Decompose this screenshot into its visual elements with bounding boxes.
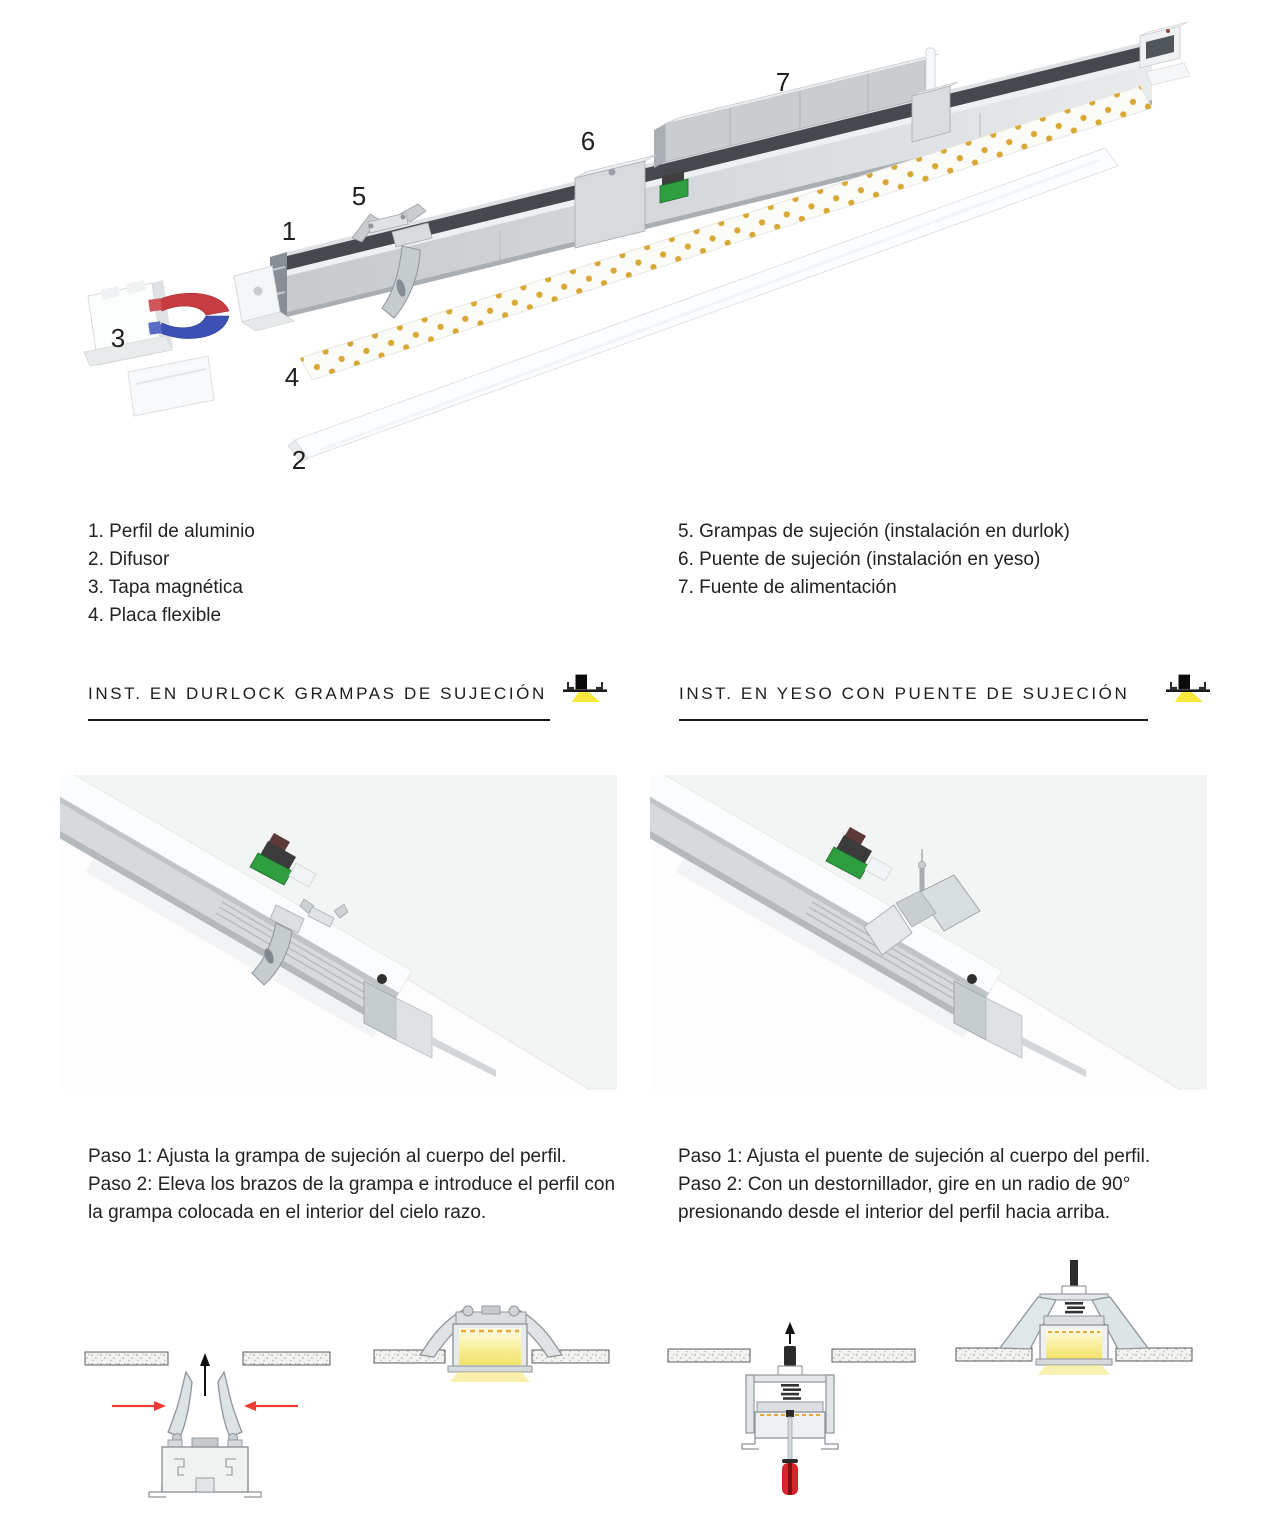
exploded-view-diagram: 1 2 3 4 5 6 7 bbox=[83, 21, 1191, 475]
part-item: 5. Grampas de sujeción (instalación en d… bbox=[678, 521, 1070, 542]
part-item: 1. Perfil de aluminio bbox=[88, 521, 255, 542]
screwdriver bbox=[782, 1410, 798, 1495]
bridge-installed-diagram bbox=[955, 1260, 1193, 1375]
steps-yeso: Paso 1: Ajusta el puente de sujeción al … bbox=[678, 1143, 1223, 1227]
knob bbox=[377, 974, 387, 984]
magnet bbox=[148, 292, 230, 339]
profile-in-ceiling bbox=[60, 775, 413, 1025]
yeso-installation-photo bbox=[650, 775, 1207, 1090]
angle-bracket-part bbox=[233, 265, 295, 332]
leaf-clamp-part bbox=[381, 222, 433, 319]
section-title: INST. EN DURLOCK GRAMPAS DE SUJECIÓN bbox=[88, 684, 547, 703]
part-label-4: 4 bbox=[285, 362, 299, 392]
knob bbox=[967, 974, 977, 984]
recessed-light-icon bbox=[1166, 674, 1210, 702]
part-item: 4. Placa flexible bbox=[88, 605, 222, 626]
power-supply-part bbox=[654, 53, 939, 204]
bridge-mount-part bbox=[574, 154, 657, 249]
clamp-part bbox=[351, 203, 427, 243]
bridge-screw-diagram bbox=[667, 1322, 916, 1495]
steps-durlock: Paso 1: Ajusta la grampa de sujeción al … bbox=[88, 1143, 633, 1227]
part-label-2: 2 bbox=[292, 445, 306, 475]
wing-clamp bbox=[299, 898, 349, 928]
part-item: 2. Difusor bbox=[88, 549, 170, 570]
parts-list-left: 1. Perfil de aluminio 2. Difusor 3. Tapa… bbox=[88, 518, 628, 630]
terminal-connector bbox=[249, 833, 317, 888]
part-item: 3. Tapa magnética bbox=[88, 577, 243, 598]
profile-end-box bbox=[363, 974, 496, 1077]
section-header-yeso: INST. EN YESO CON PUENTE DE SUJECIÓN bbox=[679, 674, 1224, 721]
part-item: 6. Puente de sujeción (instalación en ye… bbox=[678, 549, 1041, 570]
step-1: Paso 1: Ajusta el puente de sujeción al … bbox=[678, 1146, 1151, 1167]
part-label-6: 6 bbox=[581, 126, 595, 156]
led-strip-part bbox=[299, 85, 1153, 381]
cross-section-diagrams bbox=[84, 1260, 1193, 1498]
diffuser-part bbox=[287, 147, 1119, 464]
header-rule bbox=[88, 719, 550, 721]
header-rule bbox=[679, 719, 1148, 721]
bridge-mount bbox=[863, 849, 981, 956]
suspension-stud bbox=[911, 47, 959, 143]
part-label-7: 7 bbox=[776, 67, 790, 97]
profile-in-ceiling bbox=[650, 775, 1003, 1025]
durlock-installation-photo bbox=[60, 775, 617, 1090]
part-label-3: 3 bbox=[111, 323, 125, 353]
parts-list-right: 5. Grampas de sujeción (instalación en d… bbox=[678, 518, 1238, 602]
part-label-5: 5 bbox=[352, 181, 366, 211]
section-header-durlock: INST. EN DURLOCK GRAMPAS DE SUJECIÓN bbox=[88, 674, 618, 721]
section-title: INST. EN YESO CON PUENTE DE SUJECIÓN bbox=[679, 684, 1130, 703]
part-label-1: 1 bbox=[282, 216, 296, 246]
magnetic-cap-part bbox=[83, 280, 215, 417]
clamp-installed-diagram bbox=[373, 1305, 610, 1382]
terminal-connector bbox=[825, 827, 893, 882]
clamp-insertion-diagram bbox=[84, 1351, 331, 1498]
recessed-light-icon bbox=[563, 674, 607, 702]
profile-end-box bbox=[953, 974, 1086, 1077]
part-item: 7. Fuente de alimentación bbox=[678, 577, 897, 598]
leaf-clamp bbox=[251, 904, 305, 986]
end-cap-part bbox=[1139, 21, 1191, 86]
step-1: Paso 1: Ajusta la grampa de sujeción al … bbox=[88, 1146, 567, 1167]
step-2: Paso 2: Con un destornillador, gire en u… bbox=[678, 1174, 1131, 1223]
step-2: Paso 2: Eleva los brazos de la grampa e … bbox=[88, 1174, 616, 1223]
